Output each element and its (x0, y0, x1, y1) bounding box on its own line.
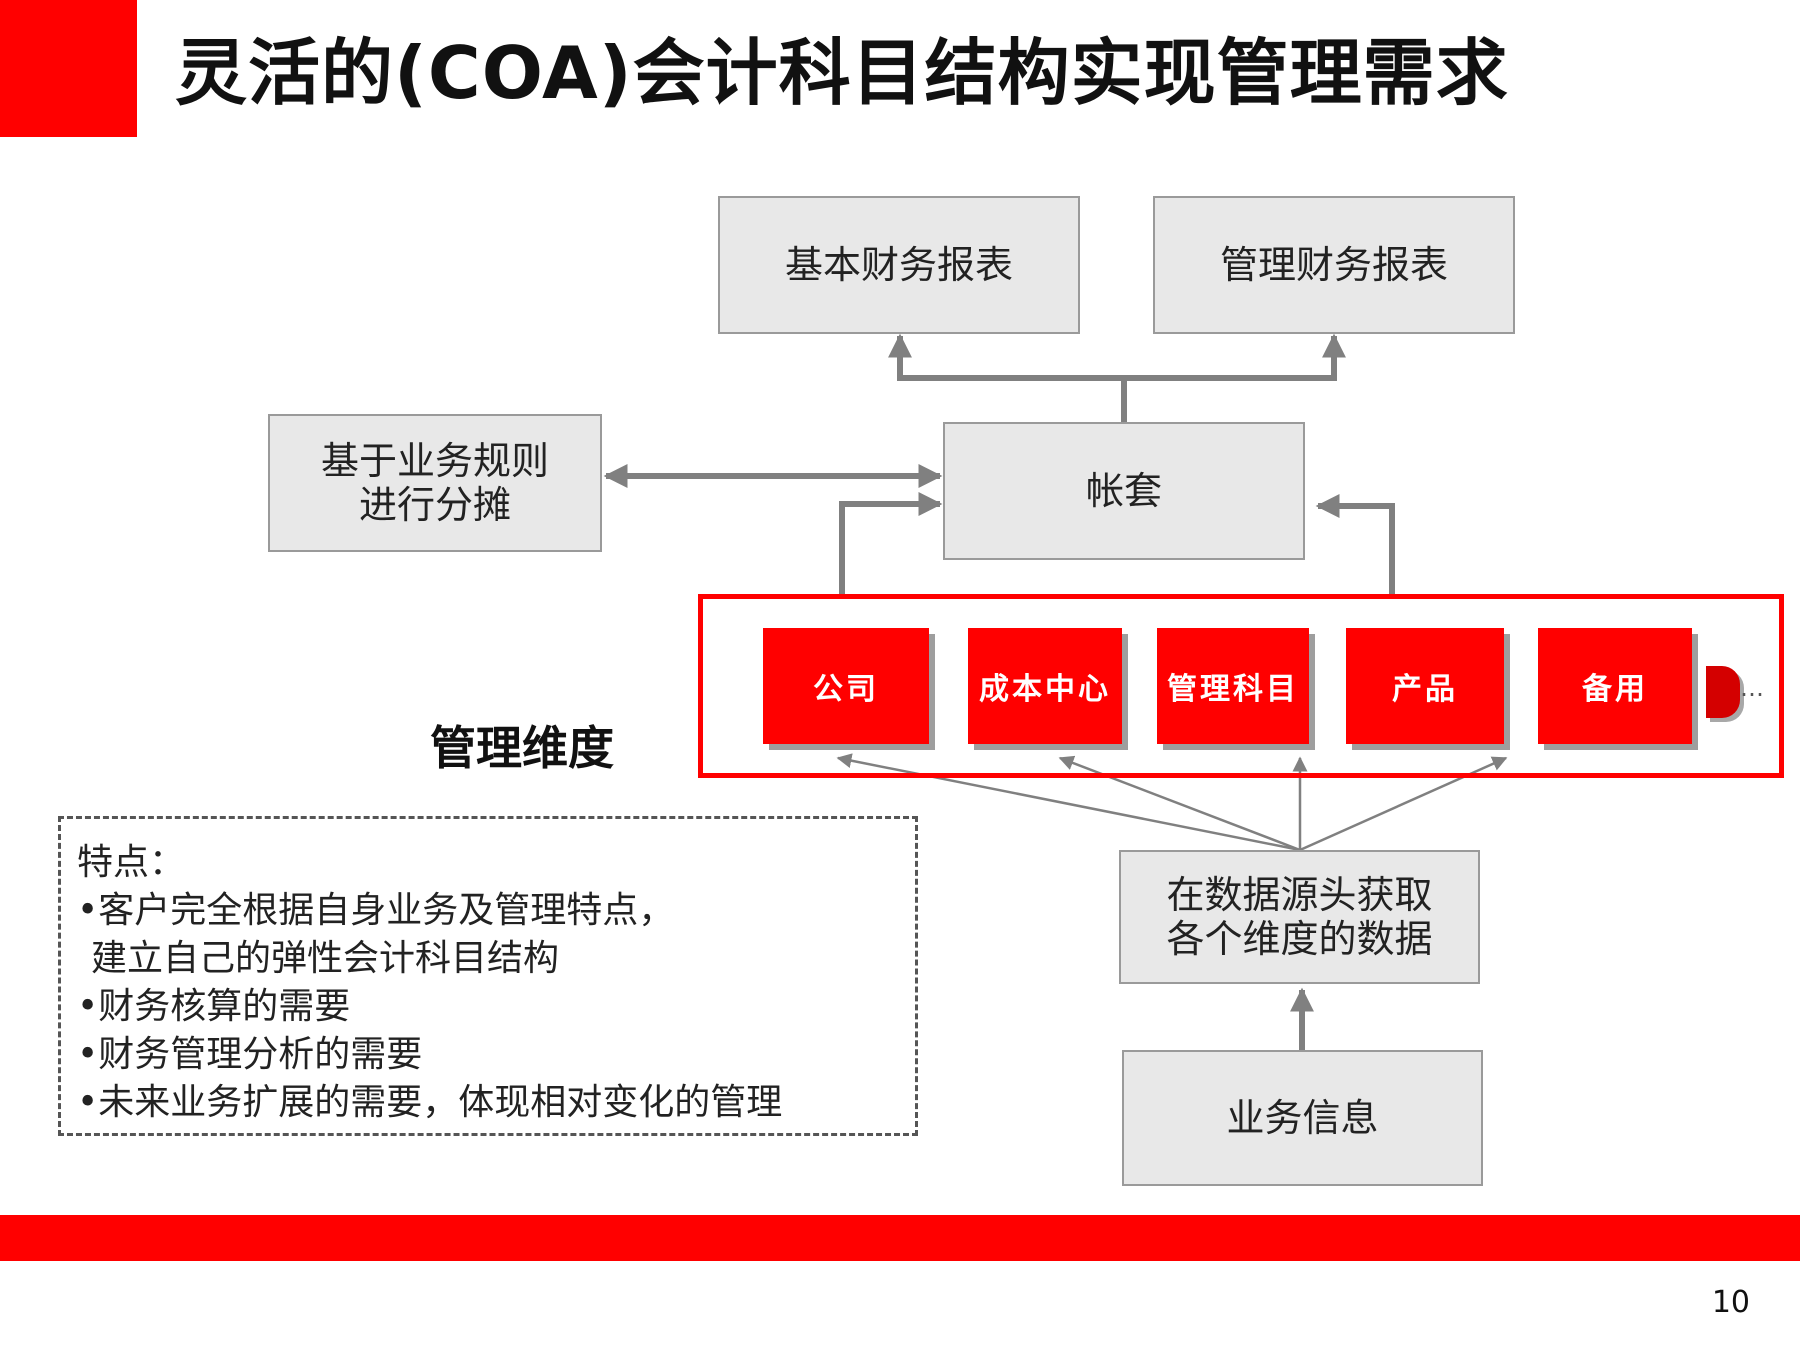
ledger-label: 帐套 (1085, 469, 1162, 513)
footer-bar (0, 1215, 1800, 1261)
features-heading: 特点： (77, 842, 186, 883)
dimension-reserve-label: 备用 (1582, 672, 1648, 707)
corner-accent-block (0, 0, 137, 137)
dimension-cost-center-label: 成本中心 (979, 672, 1111, 707)
dimensions-to-ledger-arrow-right (1315, 494, 1395, 594)
dimension-mgmt-account: 管理科目 (1157, 628, 1309, 744)
source-data-label: 在数据源头获取 各个维度的数据 (1166, 873, 1433, 961)
feature-bullet: •财务核算的需要 (77, 986, 351, 1027)
feature-bullet: 建立自己的弹性会计科目结构 (91, 938, 560, 979)
features-box: 特点： •客户完全根据自身业务及管理特点， 建立自己的弹性会计科目结构 •财务核… (58, 816, 918, 1136)
basic-reports-label: 基本财务报表 (784, 243, 1013, 287)
dimension-reserve: 备用 (1538, 628, 1692, 744)
dimension-mgmt-account-label: 管理科目 (1167, 672, 1299, 707)
dimension-product-label: 产品 (1392, 672, 1458, 707)
business-info-label: 业务信息 (1226, 1096, 1379, 1140)
feature-bullet: •财务管理分析的需要 (77, 1034, 423, 1075)
arrow-to-mgmt-reports (1124, 333, 1346, 381)
dimension-more-partial (1706, 666, 1740, 718)
dimensions-to-ledger-arrow-left (839, 492, 943, 594)
slide-title: 灵活的(COA)会计科目结构实现管理需求 (175, 31, 1509, 115)
allocation-label: 基于业务规则 进行分摊 (320, 439, 549, 527)
basic-reports-box: 基本财务报表 (718, 196, 1080, 334)
business-info-box: 业务信息 (1122, 1050, 1483, 1186)
dimensions-frame (698, 594, 1784, 778)
mgmt-reports-label: 管理财务报表 (1219, 243, 1448, 287)
source-data-box: 在数据源头获取 各个维度的数据 (1119, 850, 1480, 984)
allocation-box: 基于业务规则 进行分摊 (268, 414, 602, 552)
dimensions-label: 管理维度 (430, 721, 614, 775)
feature-bullet: •客户完全根据自身业务及管理特点， (77, 890, 675, 931)
ledger-box: 帐套 (943, 422, 1305, 560)
dimension-product: 产品 (1346, 628, 1504, 744)
page-number: 10 (1711, 1285, 1750, 1320)
dimension-cost-center: 成本中心 (968, 628, 1122, 744)
dimension-company-label: 公司 (813, 672, 879, 707)
dimension-company: 公司 (763, 628, 929, 744)
dimension-more-ellipsis: … (1740, 674, 1764, 702)
arrow-to-basic-reports (888, 333, 1124, 381)
feature-bullet: •未来业务扩展的需要，体现相对变化的管理 (77, 1082, 783, 1123)
mgmt-reports-box: 管理财务报表 (1153, 196, 1515, 334)
